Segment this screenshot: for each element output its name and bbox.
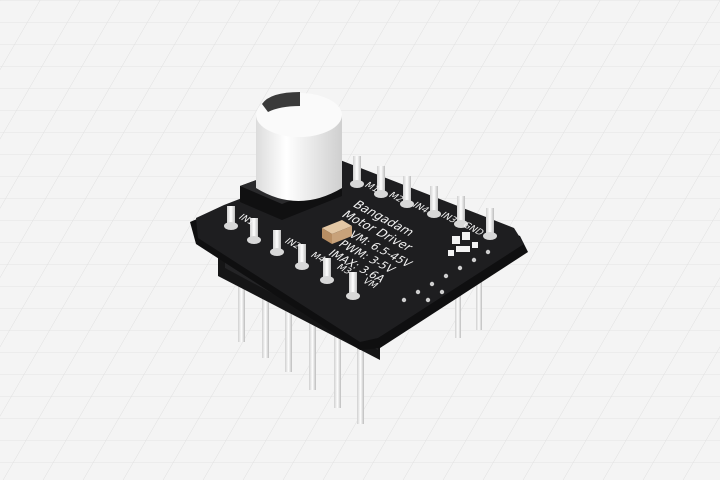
vias bbox=[401, 249, 491, 303]
back-pin-row bbox=[350, 156, 497, 240]
smd-component bbox=[322, 220, 352, 244]
header-legs bbox=[238, 272, 482, 424]
front-pin-row bbox=[224, 206, 360, 300]
logo bbox=[448, 232, 478, 256]
capacitor bbox=[240, 92, 342, 220]
